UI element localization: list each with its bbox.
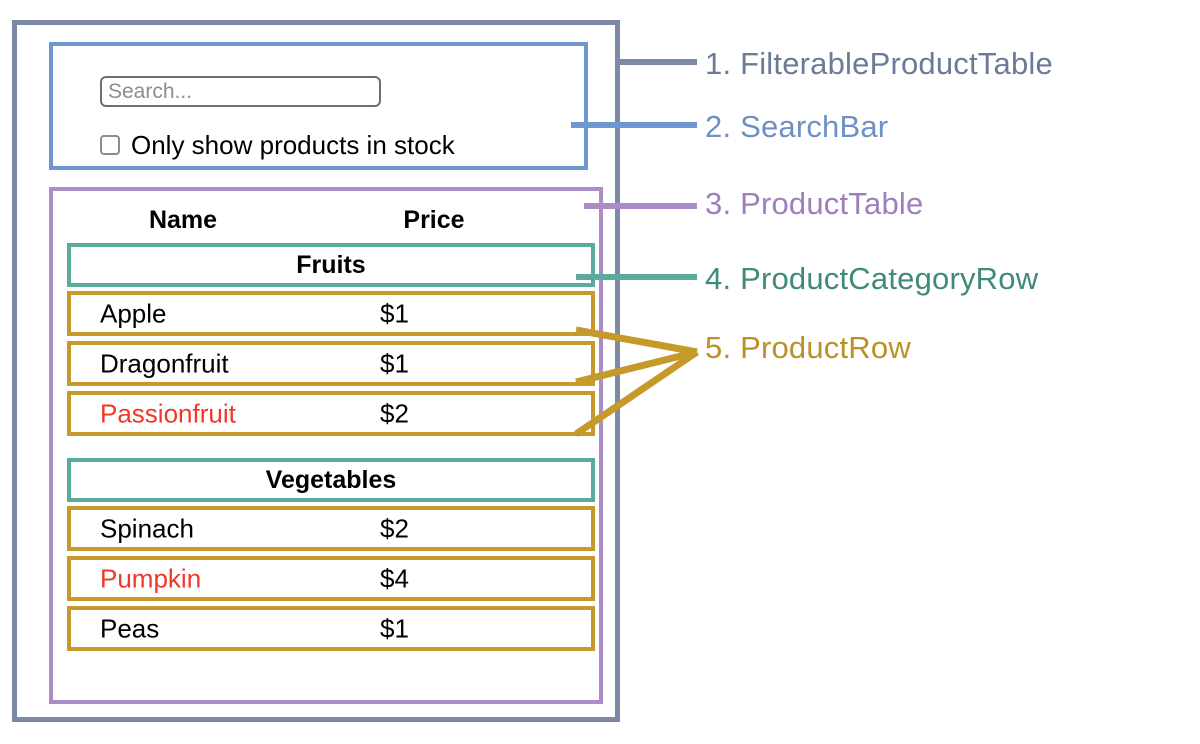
legend-item-filterable-product-table: 1. FilterableProductTable <box>705 46 1053 81</box>
connector-line-5c <box>574 349 699 437</box>
product-price: $1 <box>380 298 409 328</box>
connector-line-5a <box>575 326 698 356</box>
product-row: Peas $1 <box>67 606 595 651</box>
product-price: $2 <box>380 513 409 543</box>
legend-item-product-row: 5. ProductRow <box>705 330 911 365</box>
product-row: Pumpkin $4 <box>67 556 595 601</box>
product-table-box: Name Price Fruits Apple $1 Dragonfruit $… <box>49 187 603 704</box>
product-name: Passionfruit <box>100 398 236 428</box>
product-name: Spinach <box>100 513 194 543</box>
product-price: $2 <box>380 398 409 428</box>
table-header-row: Name Price <box>53 201 599 239</box>
search-bar-box: Only show products in stock <box>49 42 588 170</box>
stock-filter-label: Only show products in stock <box>131 130 455 160</box>
product-row: Passionfruit $2 <box>67 391 595 436</box>
checkbox-icon[interactable] <box>100 135 120 155</box>
column-header-price: Price <box>403 205 465 234</box>
legend-item-product-category-row: 4. ProductCategoryRow <box>705 261 1039 296</box>
product-price: $1 <box>380 613 409 643</box>
product-category-row: Vegetables <box>67 458 595 502</box>
legend-item-product-table: 3. ProductTable <box>705 186 924 221</box>
product-row: Dragonfruit $1 <box>67 341 595 386</box>
product-row: Spinach $2 <box>67 506 595 551</box>
product-price: $4 <box>380 563 409 593</box>
category-label: Fruits <box>296 250 366 279</box>
product-name: Dragonfruit <box>100 348 229 378</box>
connector-line-5b <box>575 348 698 386</box>
column-header-name: Name <box>148 205 218 234</box>
category-label: Vegetables <box>265 465 397 494</box>
product-price: $1 <box>380 348 409 378</box>
product-row: Apple $1 <box>67 291 595 336</box>
product-category-row: Fruits <box>67 243 595 287</box>
product-name: Pumpkin <box>100 563 202 593</box>
product-name: Apple <box>100 298 167 328</box>
filterable-product-table-box: Only show products in stock Name Price F… <box>12 20 620 722</box>
stock-filter-row[interactable]: Only show products in stock <box>100 132 455 158</box>
search-input[interactable] <box>100 76 381 107</box>
product-name: Peas <box>100 613 160 643</box>
legend-item-search-bar: 2. SearchBar <box>705 109 889 144</box>
table-rows-area: Fruits Apple $1 Dragonfruit $1 Passionfr… <box>53 243 599 656</box>
